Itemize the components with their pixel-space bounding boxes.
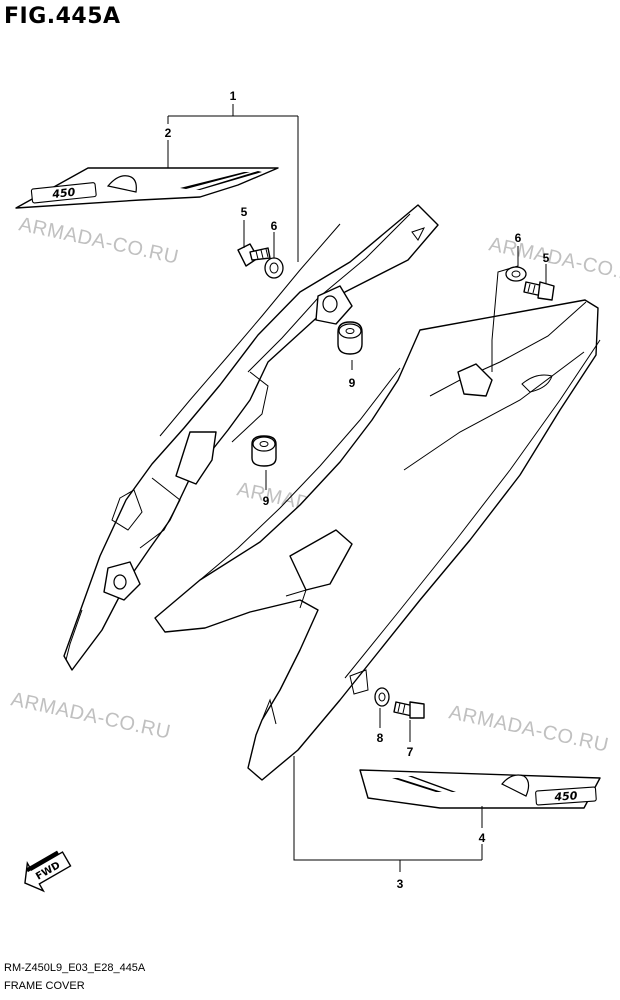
- callout-4: 4: [479, 831, 486, 845]
- bolt-upper-left: [237, 243, 271, 267]
- watermark-1: ARMADA-CO.RU: [17, 213, 181, 268]
- callout-6-right: 6: [515, 231, 522, 245]
- callouts: 1 2 5 6 9 9 6 5 8 7 4 3: [165, 89, 550, 891]
- grommet-upper: [337, 321, 363, 355]
- callout-8: 8: [377, 731, 384, 745]
- callout-9-lower: 9: [263, 494, 270, 508]
- figure-title: FIG.445A: [4, 4, 121, 29]
- callout-5-right: 5: [543, 251, 550, 265]
- watermark-2: ARMADA-CO.RU: [487, 233, 620, 288]
- watermark-5: ARMADA-CO.RU: [447, 701, 611, 756]
- frame-cover-right: [154, 299, 601, 781]
- callout-9-upper: 9: [349, 376, 356, 390]
- figure-code: RM-Z450L9_E03_E28_445A: [4, 962, 146, 974]
- callout-3: 3: [397, 877, 404, 891]
- callout-6-upper: 6: [271, 219, 278, 233]
- fwd-arrow: FWD: [24, 850, 72, 893]
- bolt-lower: [393, 701, 425, 719]
- washer-right: [505, 266, 527, 282]
- frame-cover-left: [63, 204, 439, 671]
- bolt-right: [523, 281, 555, 301]
- leader-lines: [167, 104, 547, 872]
- callout-5-upper: 5: [241, 205, 248, 219]
- callout-2: 2: [165, 126, 172, 140]
- watermark-4: ARMADA-CO.RU: [9, 688, 173, 743]
- washer-lower: [374, 687, 390, 707]
- figure-name: FRAME COVER: [4, 980, 85, 992]
- decal-upper-text: 450: [51, 186, 77, 201]
- decal-upper: 450: [15, 167, 279, 209]
- grommet-lower: [251, 435, 277, 467]
- washer-upper-left: [264, 257, 284, 279]
- decal-lower-text: 450: [553, 789, 578, 804]
- callout-7: 7: [407, 745, 414, 759]
- callout-1: 1: [230, 89, 237, 103]
- decal-lower: 450: [359, 769, 601, 809]
